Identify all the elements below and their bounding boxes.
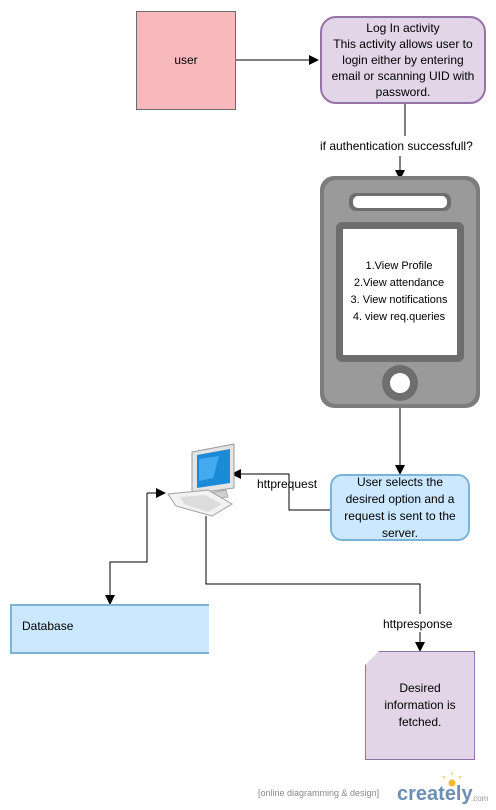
edge-computer-result [205, 516, 421, 614]
request-line-1: User selects the [356, 474, 444, 489]
login-line-3: login either by entering [342, 53, 464, 67]
login-line-1: Log In activity [366, 21, 440, 35]
result-line-2: information is [384, 698, 456, 712]
mobile-phone-icon [320, 176, 480, 408]
edge-request-computer [231, 469, 330, 511]
request-line-4: server. [381, 525, 418, 540]
menu-item-view-queries: 4. view req.queries [352, 311, 446, 323]
database-label: Database [22, 619, 74, 633]
result-document-node[interactable]: Desired information is fetched. [365, 651, 475, 760]
login-line-4: email or scanning UID with [331, 69, 475, 83]
phone-menu[interactable]: 1.View Profile 2.View attendance 3. View… [343, 229, 455, 355]
httpresponse-edge-label: httpresponse [383, 617, 453, 631]
footer-tagline: [online diagramming & design] [258, 788, 380, 798]
request-node[interactable]: User selects the desired option and a re… [330, 474, 470, 541]
menu-item-view-notifications: 3. View notifications [350, 294, 448, 306]
creately-brand[interactable]: creately [397, 783, 473, 805]
user-node[interactable]: user [136, 11, 236, 110]
creately-logo-icon [442, 772, 462, 787]
request-line-2: desired option and a [345, 491, 455, 506]
login-line-5: password. [375, 85, 431, 99]
creately-brand-suffix: .com [471, 794, 489, 803]
menu-item-view-profile: 1.View Profile [365, 260, 433, 272]
user-label: user [174, 53, 198, 67]
result-line-3: fetched. [398, 715, 442, 729]
edge-db-computer [105, 493, 148, 605]
database-node[interactable]: Database [10, 604, 209, 654]
auth-edge-label: if authentication successfull? [320, 139, 473, 153]
menu-item-view-attendance: 2.View attendance [353, 277, 445, 289]
request-line-3: request is sent to the [344, 508, 456, 523]
result-line-1: Desired [399, 681, 441, 695]
httprequest-edge-label: httprequest [257, 477, 318, 491]
login-line-2: This activity allows user to [333, 37, 473, 51]
desktop-computer-icon [167, 443, 235, 517]
login-activity-node[interactable]: Log In activity This activity allows use… [320, 16, 486, 104]
